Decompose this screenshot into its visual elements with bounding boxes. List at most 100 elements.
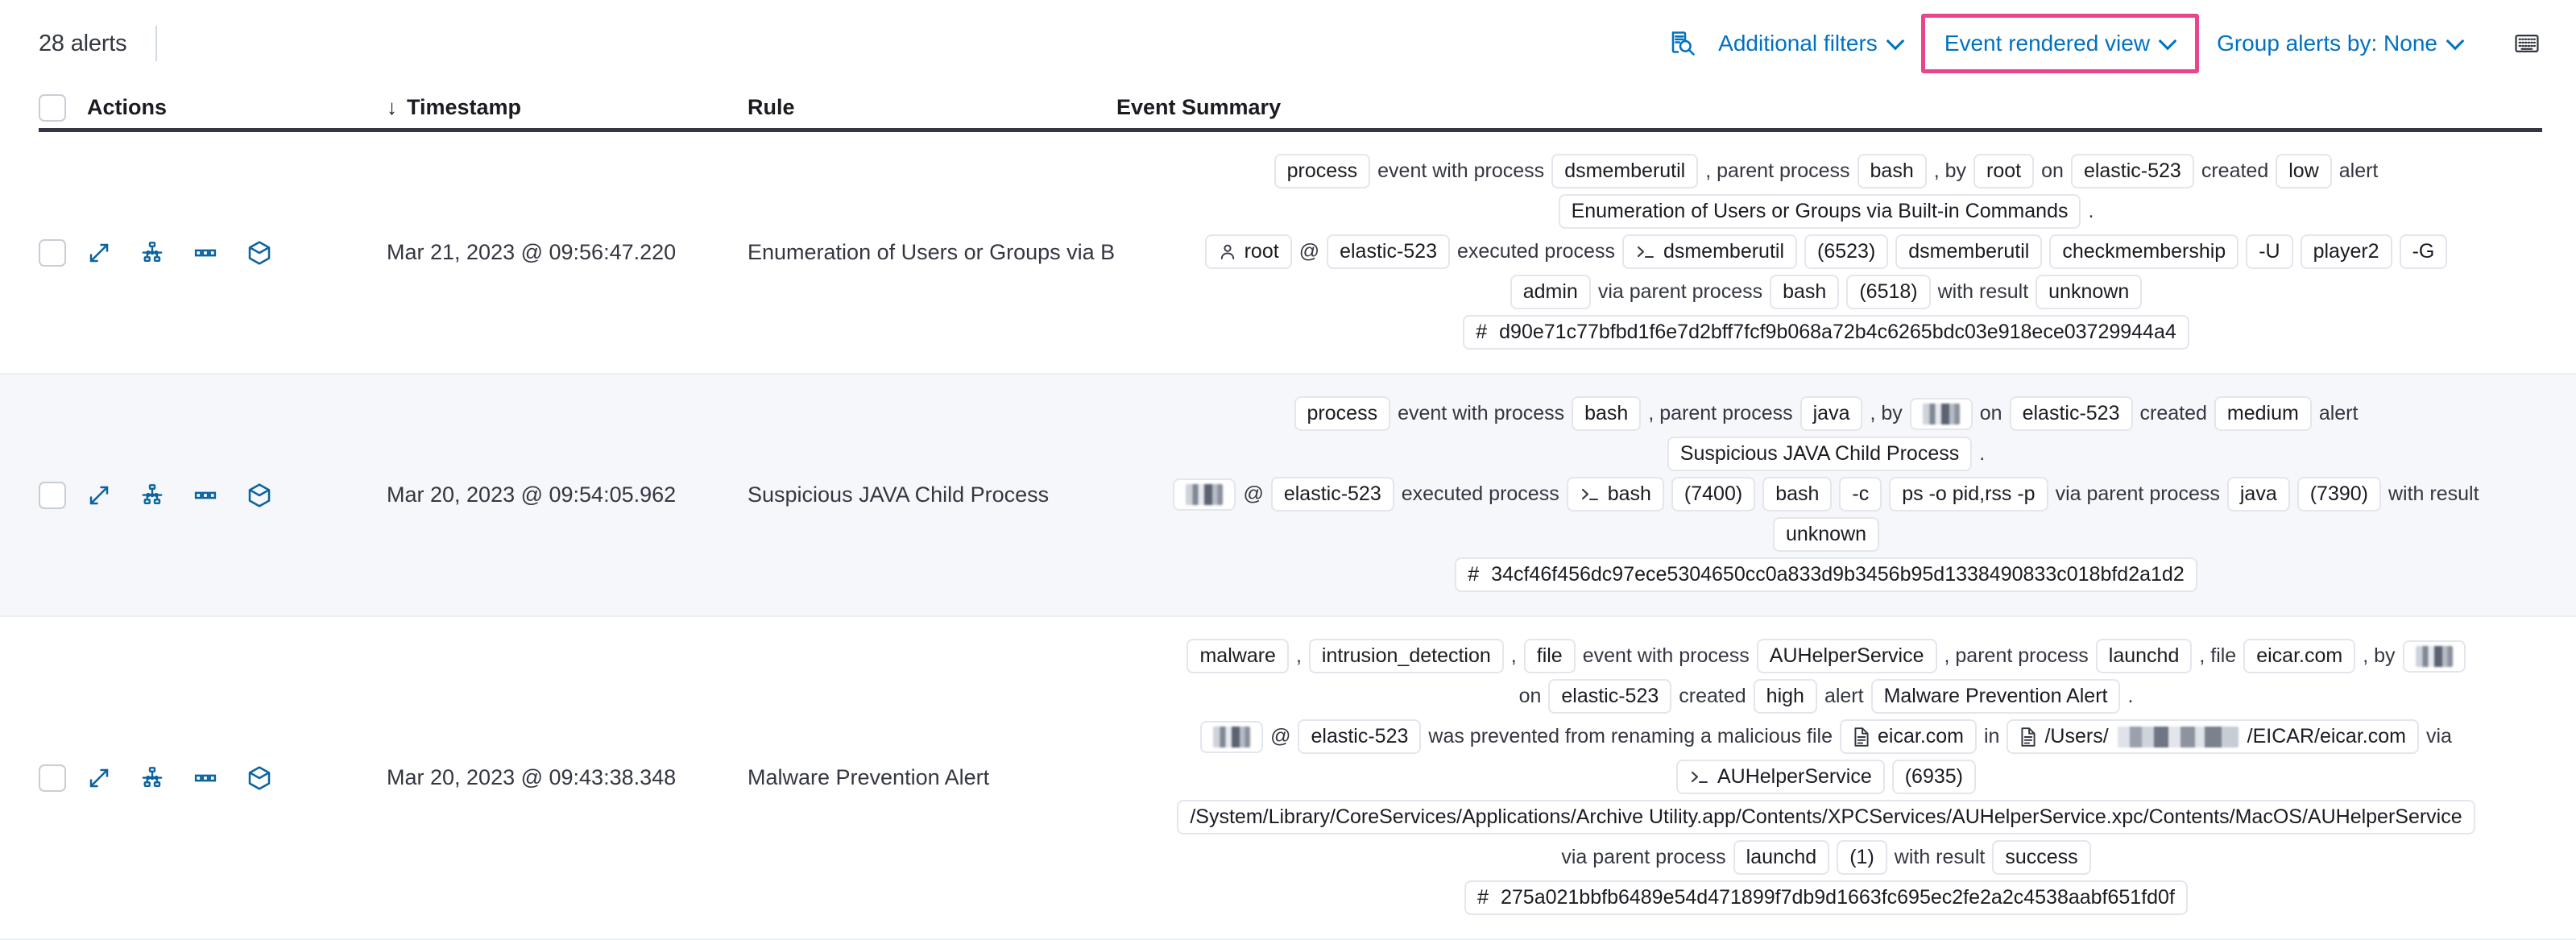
header-timestamp[interactable]: ↓ Timestamp — [387, 95, 748, 120]
expand-icon[interactable] — [87, 241, 111, 265]
event-chip[interactable]: checkmembership — [2049, 234, 2239, 269]
event-chip[interactable]: (6523) — [1804, 234, 1889, 269]
event-chip[interactable]: process — [1274, 154, 1371, 188]
event-chip[interactable]: eicar.com — [2243, 639, 2356, 673]
chevron-down-icon — [2160, 33, 2176, 49]
session-view-icon[interactable] — [140, 483, 164, 507]
event-chip[interactable]: dsmemberutil — [1551, 154, 1699, 188]
event-chip[interactable]: elastic-523 — [2009, 396, 2133, 431]
file-path-chip[interactable]: /Users//EICAR/eicar.com — [2007, 719, 2419, 754]
event-chip[interactable]: bash — [1770, 275, 1840, 309]
event-rendered-view-label: Event rendered view — [1944, 31, 2151, 56]
process-chip[interactable]: bash — [1566, 477, 1664, 511]
event-chip[interactable]: bash — [1762, 477, 1833, 511]
row-checkbox[interactable] — [39, 481, 66, 509]
hash-chip[interactable]: #d90e71c77bfbd1f6e7d2bff7fcf9b068a72b4c6… — [1463, 315, 2189, 350]
row-rule-name[interactable]: Enumeration of Users or Groups via Bui — [748, 240, 1116, 264]
event-chip[interactable]: elastic-523 — [2070, 154, 2194, 188]
event-chip[interactable]: success — [1992, 840, 2091, 875]
row-rule-name[interactable]: Suspicious JAVA Child Process — [748, 482, 1050, 507]
event-chip[interactable]: launchd — [2095, 639, 2193, 673]
hash-chip[interactable]: #275a021bbfb6489e54d471899f7db9d1663fc69… — [1464, 880, 2188, 915]
keyboard-shortcuts-icon[interactable] — [2513, 30, 2541, 57]
event-chip[interactable]: (1) — [1837, 840, 1887, 875]
redacted-user-chip[interactable] — [1200, 720, 1264, 753]
event-chip[interactable]: Suspicious JAVA Child Process — [1667, 437, 1973, 471]
event-chip[interactable]: elastic-523 — [1298, 719, 1422, 754]
event-chip[interactable]: elastic-523 — [1327, 234, 1450, 269]
event-chip[interactable]: unknown — [1772, 517, 1880, 552]
event-chip[interactable]: dsmemberutil — [1895, 234, 2043, 269]
header-event-summary[interactable]: Event Summary — [1116, 95, 2542, 120]
event-chip[interactable]: ps -o pid,rss -p — [1889, 477, 2048, 511]
event-chip[interactable]: AUHelperService — [1756, 639, 1937, 673]
more-actions-icon[interactable] — [193, 766, 217, 790]
analyzer-cube-icon[interactable] — [246, 482, 272, 508]
redacted-user-chip[interactable] — [1909, 397, 1973, 430]
session-view-icon[interactable] — [140, 766, 164, 790]
row-rule-cell: Malware Prevention Alert — [748, 617, 1116, 938]
event-chip[interactable]: player2 — [2300, 234, 2392, 269]
event-chip[interactable]: Enumeration of Users or Groups via Built… — [1558, 194, 2081, 229]
event-chip[interactable]: -G — [2399, 234, 2448, 269]
analyzer-cube-icon[interactable] — [246, 765, 272, 791]
event-chip[interactable]: -c — [1839, 477, 1882, 511]
inspect-search-icon[interactable] — [1668, 29, 1697, 58]
group-alerts-by-button[interactable]: Group alerts by: None — [2204, 23, 2476, 64]
hash-chip[interactable]: #34cf46f456dc97ece5304650cc0a833d9b3456b… — [1455, 557, 2197, 592]
select-all-checkbox[interactable] — [39, 93, 66, 122]
alerts-toolbar: 28 alerts Additional filters Event — [0, 0, 2576, 87]
event-chip[interactable]: file — [1523, 639, 1576, 673]
redacted-user-chip[interactable] — [2402, 640, 2466, 673]
event-chip[interactable]: launchd — [1733, 840, 1830, 875]
event-chip[interactable]: elastic-523 — [1548, 679, 1672, 714]
file-chip[interactable]: eicar.com — [1840, 719, 1977, 754]
more-actions-icon[interactable] — [193, 241, 217, 265]
additional-filters-button[interactable]: Additional filters — [1705, 23, 1916, 64]
toolbar-right: Additional filters Event rendered view G… — [1668, 14, 2576, 73]
event-chip[interactable]: Malware Prevention Alert — [1870, 679, 2121, 714]
session-view-icon[interactable] — [140, 241, 164, 265]
process-chip[interactable]: dsmemberutil — [1621, 234, 1798, 269]
event-chip[interactable]: (6518) — [1846, 275, 1931, 309]
analyzer-cube-icon[interactable] — [246, 240, 272, 266]
event-chip[interactable]: unknown — [2036, 275, 2143, 309]
event-chip[interactable]: low — [2276, 154, 2332, 188]
event-chip[interactable]: java — [2226, 477, 2290, 511]
event-chip[interactable]: admin — [1510, 275, 1591, 309]
event-chip[interactable]: bash — [1572, 396, 1642, 431]
user-chip[interactable]: root — [1204, 234, 1292, 269]
expand-icon[interactable] — [87, 483, 111, 507]
file-icon — [2019, 727, 2037, 747]
process-chip[interactable]: AUHelperService — [1675, 760, 1885, 794]
summary-text: , by — [1933, 159, 1967, 182]
row-rule-name[interactable]: Malware Prevention Alert — [748, 765, 990, 789]
redacted-user-chip[interactable] — [1173, 478, 1236, 511]
event-chip[interactable]: java — [1799, 396, 1863, 431]
header-rule[interactable]: Rule — [748, 95, 1116, 120]
event-chip[interactable]: medium — [2214, 396, 2312, 431]
expand-icon[interactable] — [87, 766, 111, 790]
event-chip[interactable]: bash — [1857, 154, 1927, 188]
event-chip[interactable]: high — [1753, 679, 1817, 714]
event-chip[interactable]: (7400) — [1671, 477, 1756, 511]
event-chip[interactable]: process — [1294, 396, 1391, 431]
event-chip[interactable]: /System/Library/CoreServices/Application… — [1177, 800, 2475, 834]
event-chip[interactable]: elastic-523 — [1270, 477, 1394, 511]
event-chip[interactable]: (6935) — [1891, 760, 1976, 794]
more-actions-icon[interactable] — [193, 483, 217, 507]
row-checkbox[interactable] — [39, 764, 66, 792]
event-chip[interactable]: (7390) — [2296, 477, 2381, 511]
event-chip[interactable]: intrusion_detection — [1308, 639, 1504, 673]
event-chip[interactable]: root — [1973, 154, 2035, 188]
row-checkbox[interactable] — [39, 238, 66, 267]
event-rendered-view-button[interactable]: Event rendered view — [1932, 23, 2189, 64]
event-chip[interactable]: malware — [1187, 639, 1289, 673]
summary-text: , by — [1870, 402, 1903, 424]
chip-label: medium — [2226, 402, 2299, 424]
event-chip[interactable]: -U — [2246, 234, 2293, 269]
